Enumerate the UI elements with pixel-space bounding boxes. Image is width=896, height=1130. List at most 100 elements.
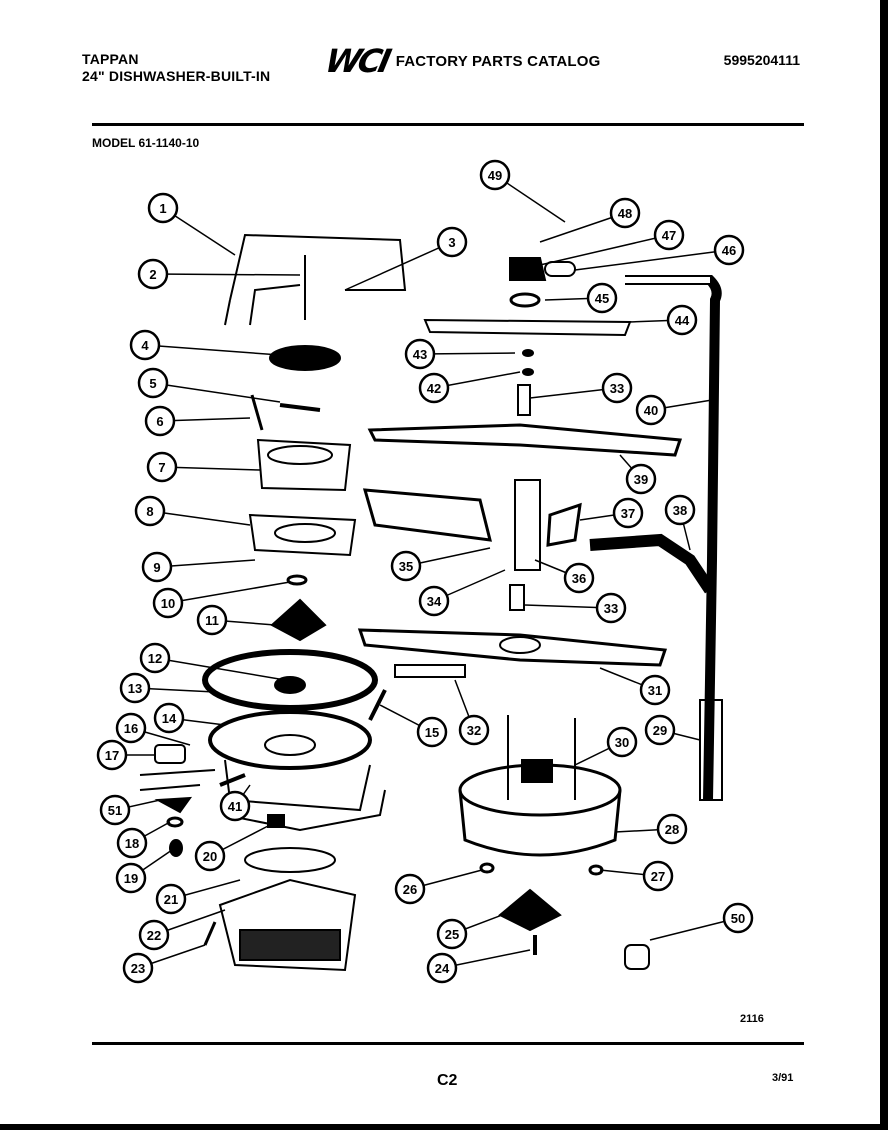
callout-circle [144,405,176,437]
model-number: MODEL 61-1140-10 [92,136,200,150]
wire-hooks [224,284,301,326]
callout-circle [219,790,251,822]
callout-number: 42 [427,381,441,396]
callout-11: 11 [196,604,276,636]
callout-14: 14 [153,702,226,734]
callout-circle [137,258,169,290]
header-rule [92,123,804,126]
motor-plate-part [244,847,336,873]
callout-number: 24 [435,961,450,976]
callout-3: 3 [344,226,468,291]
callout-circle [595,592,627,624]
callout-number: 28 [665,822,679,837]
callout-circle [609,197,641,229]
callout-42: 42 [418,371,521,404]
callout-circle [96,739,128,771]
callout-circle [390,550,422,582]
callout-37: 37 [579,497,644,529]
part-number: 5995204111 [723,52,800,68]
callout-leader-line [161,466,261,471]
part37 [546,502,582,547]
callout-number: 31 [648,683,662,698]
tube46-part [544,261,576,277]
callout-number: 41 [228,799,242,814]
callout-circle [479,159,511,191]
callout-circle [141,551,173,583]
wire-arm-part [229,233,407,301]
upper-bracket-part [423,318,632,337]
footer-rule [92,1042,804,1045]
callout-23: 23 [122,944,206,984]
callout-40: 40 [635,394,713,426]
callout-number: 45 [595,291,609,306]
sump-body [458,789,622,857]
callout-19: 19 [115,849,173,894]
callout-circle [138,919,170,951]
callout-27: 27 [599,860,674,892]
callout-24: 24 [426,949,531,984]
callout-6: 6 [144,405,251,437]
callout-4: 4 [129,329,281,361]
callout-circle [642,860,674,892]
callout-44: 44 [629,304,698,336]
callout-43: 43 [404,338,516,370]
callout-number: 38 [673,503,687,518]
callout-36: 36 [534,559,595,594]
tube-section-part [699,699,723,801]
part41 [219,773,246,787]
impeller-part [270,598,327,642]
callout-33: 33 [524,592,627,624]
callout-number: 21 [164,892,178,907]
callout-number: 29 [653,723,667,738]
callout-leader-line [156,559,256,568]
callout-number: 47 [662,228,676,243]
callout-circle [436,918,468,950]
callout-number: 33 [610,381,624,396]
callout-number: 23 [131,961,145,976]
callout-circle [196,604,228,636]
callout-7: 7 [146,451,261,483]
callout-number: 33 [604,601,618,616]
callout-33: 33 [529,372,633,404]
callout-leader-line [152,382,281,403]
callout-circle [426,952,458,984]
callout-number: 27 [651,869,665,884]
callout-number: 2 [149,267,156,282]
hose-part [589,533,715,594]
arm-support-part [362,488,492,542]
callout-18: 18 [116,821,171,859]
callout-circle [664,494,696,526]
clamp-screw [267,814,285,828]
valve-pipe-part [139,769,216,791]
callout-49: 49 [479,159,566,223]
callout-circle [606,726,638,758]
housing-opening [267,445,333,465]
callout-number: 18 [125,836,139,851]
callout-39: 39 [619,454,657,495]
callout-number: 10 [161,596,175,611]
pump-body-part [208,710,372,770]
valve-head-part [509,257,547,281]
callout-16: 16 [115,712,191,746]
callout-9: 9 [141,551,256,583]
callout-38: 38 [664,494,696,551]
callout-number: 11 [205,613,219,628]
part43 [522,349,534,357]
callout-number: 5 [149,376,156,391]
callout-number: 17 [105,748,119,763]
callout-45: 45 [544,282,618,314]
lower-arm-hub [499,636,541,654]
product-name: 24" DISHWASHER-BUILT-IN [82,68,271,84]
part50 [624,944,650,970]
callout-number: 22 [147,928,161,943]
callout-leader-line [152,273,301,276]
clamp-part [224,789,386,832]
callout-circle [116,827,148,859]
callout-number: 16 [124,721,138,736]
callout-circle [152,587,184,619]
part42 [522,368,534,376]
sump-hub [521,759,553,783]
callout-28: 28 [614,813,688,845]
